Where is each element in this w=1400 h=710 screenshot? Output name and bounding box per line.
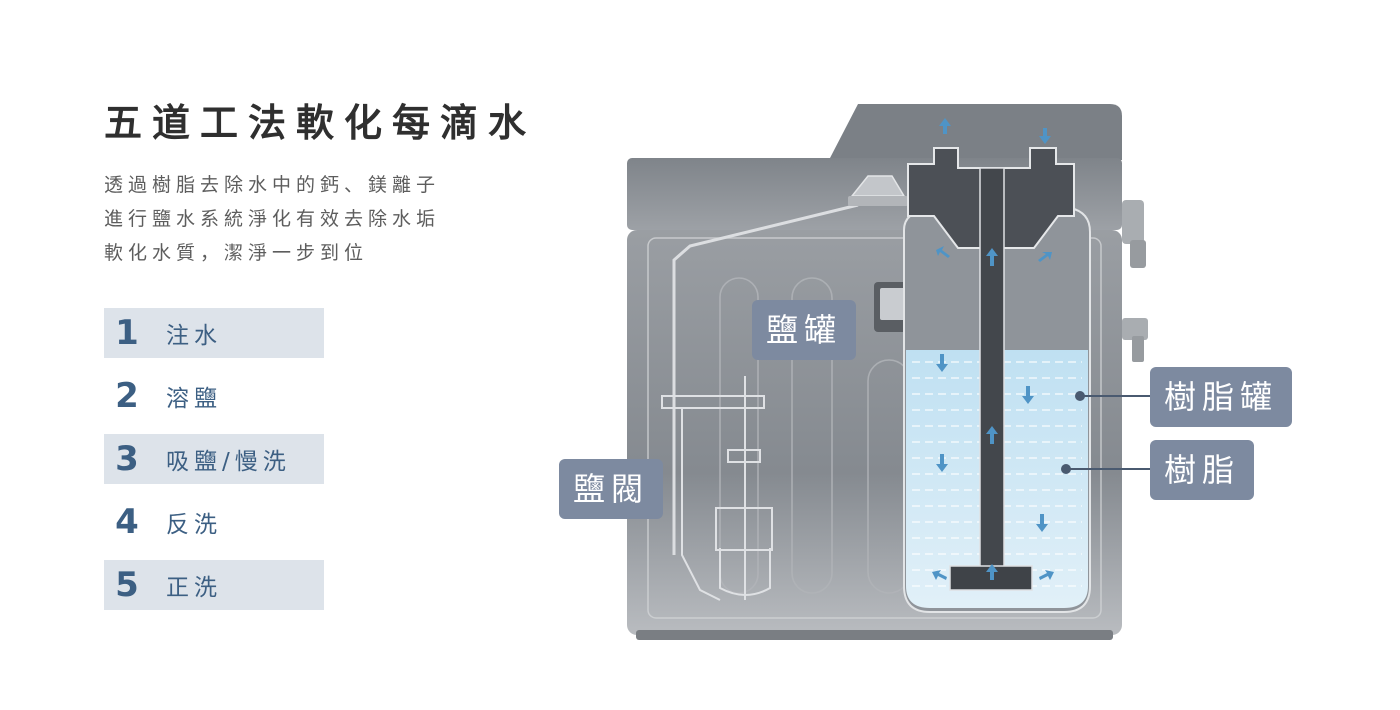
step-item-4: 4 反洗: [104, 497, 324, 547]
outlet-fitting: [1122, 318, 1148, 340]
step-number-3: 3: [115, 439, 139, 479]
step-label-3: 吸鹽/慢洗: [166, 449, 291, 475]
riser-tube: [979, 167, 1005, 569]
callout-salt-tank: 鹽罐: [752, 300, 857, 360]
step-label-1: 注水: [166, 323, 222, 349]
step-item-2: 2 溶鹽: [104, 371, 324, 421]
step-label-2: 溶鹽: [166, 386, 222, 412]
step-item-1: 1 注水: [104, 308, 324, 358]
water-softener-diagram: [627, 104, 1150, 640]
step-label-5: 正洗: [166, 575, 222, 601]
step-list: 1 注水 2 溶鹽 3 吸鹽/慢洗 4 反洗 5 正洗: [104, 308, 324, 623]
step-number-1: 1: [115, 313, 139, 353]
device-base: [636, 630, 1113, 640]
callout-resin-tank: 樹脂罐: [1150, 367, 1293, 427]
control-housing: [830, 104, 1122, 160]
step-number-5: 5: [115, 565, 139, 605]
callout-resin: 樹脂: [1150, 440, 1255, 500]
description-line-3: 軟化水質，潔淨一步到位: [104, 242, 369, 264]
salt-valve: [661, 376, 773, 601]
callout-salt-valve: 鹽閥: [559, 459, 664, 519]
step-number-2: 2: [115, 376, 139, 416]
description-line-1: 透過樹脂去除水中的鈣、鎂離子: [104, 174, 441, 196]
step-label-4: 反洗: [166, 512, 222, 538]
step-number-4: 4: [115, 502, 139, 542]
flow-arrows: [932, 118, 1054, 580]
description-line-2: 進行鹽水系統淨化有效去除水垢: [104, 208, 441, 230]
step-item-5: 5 正洗: [104, 560, 324, 610]
inlet-fitting: [1122, 200, 1144, 244]
resin-tank-pointer-dot: [1075, 391, 1085, 401]
resin-pointer-dot: [1061, 464, 1071, 474]
step-item-3: 3 吸鹽/慢洗: [104, 434, 324, 484]
description: 透過樹脂去除水中的鈣、鎂離子 進行鹽水系統淨化有效去除水垢 軟化水質，潔淨一步到…: [104, 168, 440, 270]
page-title: 五道工法軟化每滴水: [104, 101, 537, 145]
resin-tank: [903, 207, 1091, 613]
